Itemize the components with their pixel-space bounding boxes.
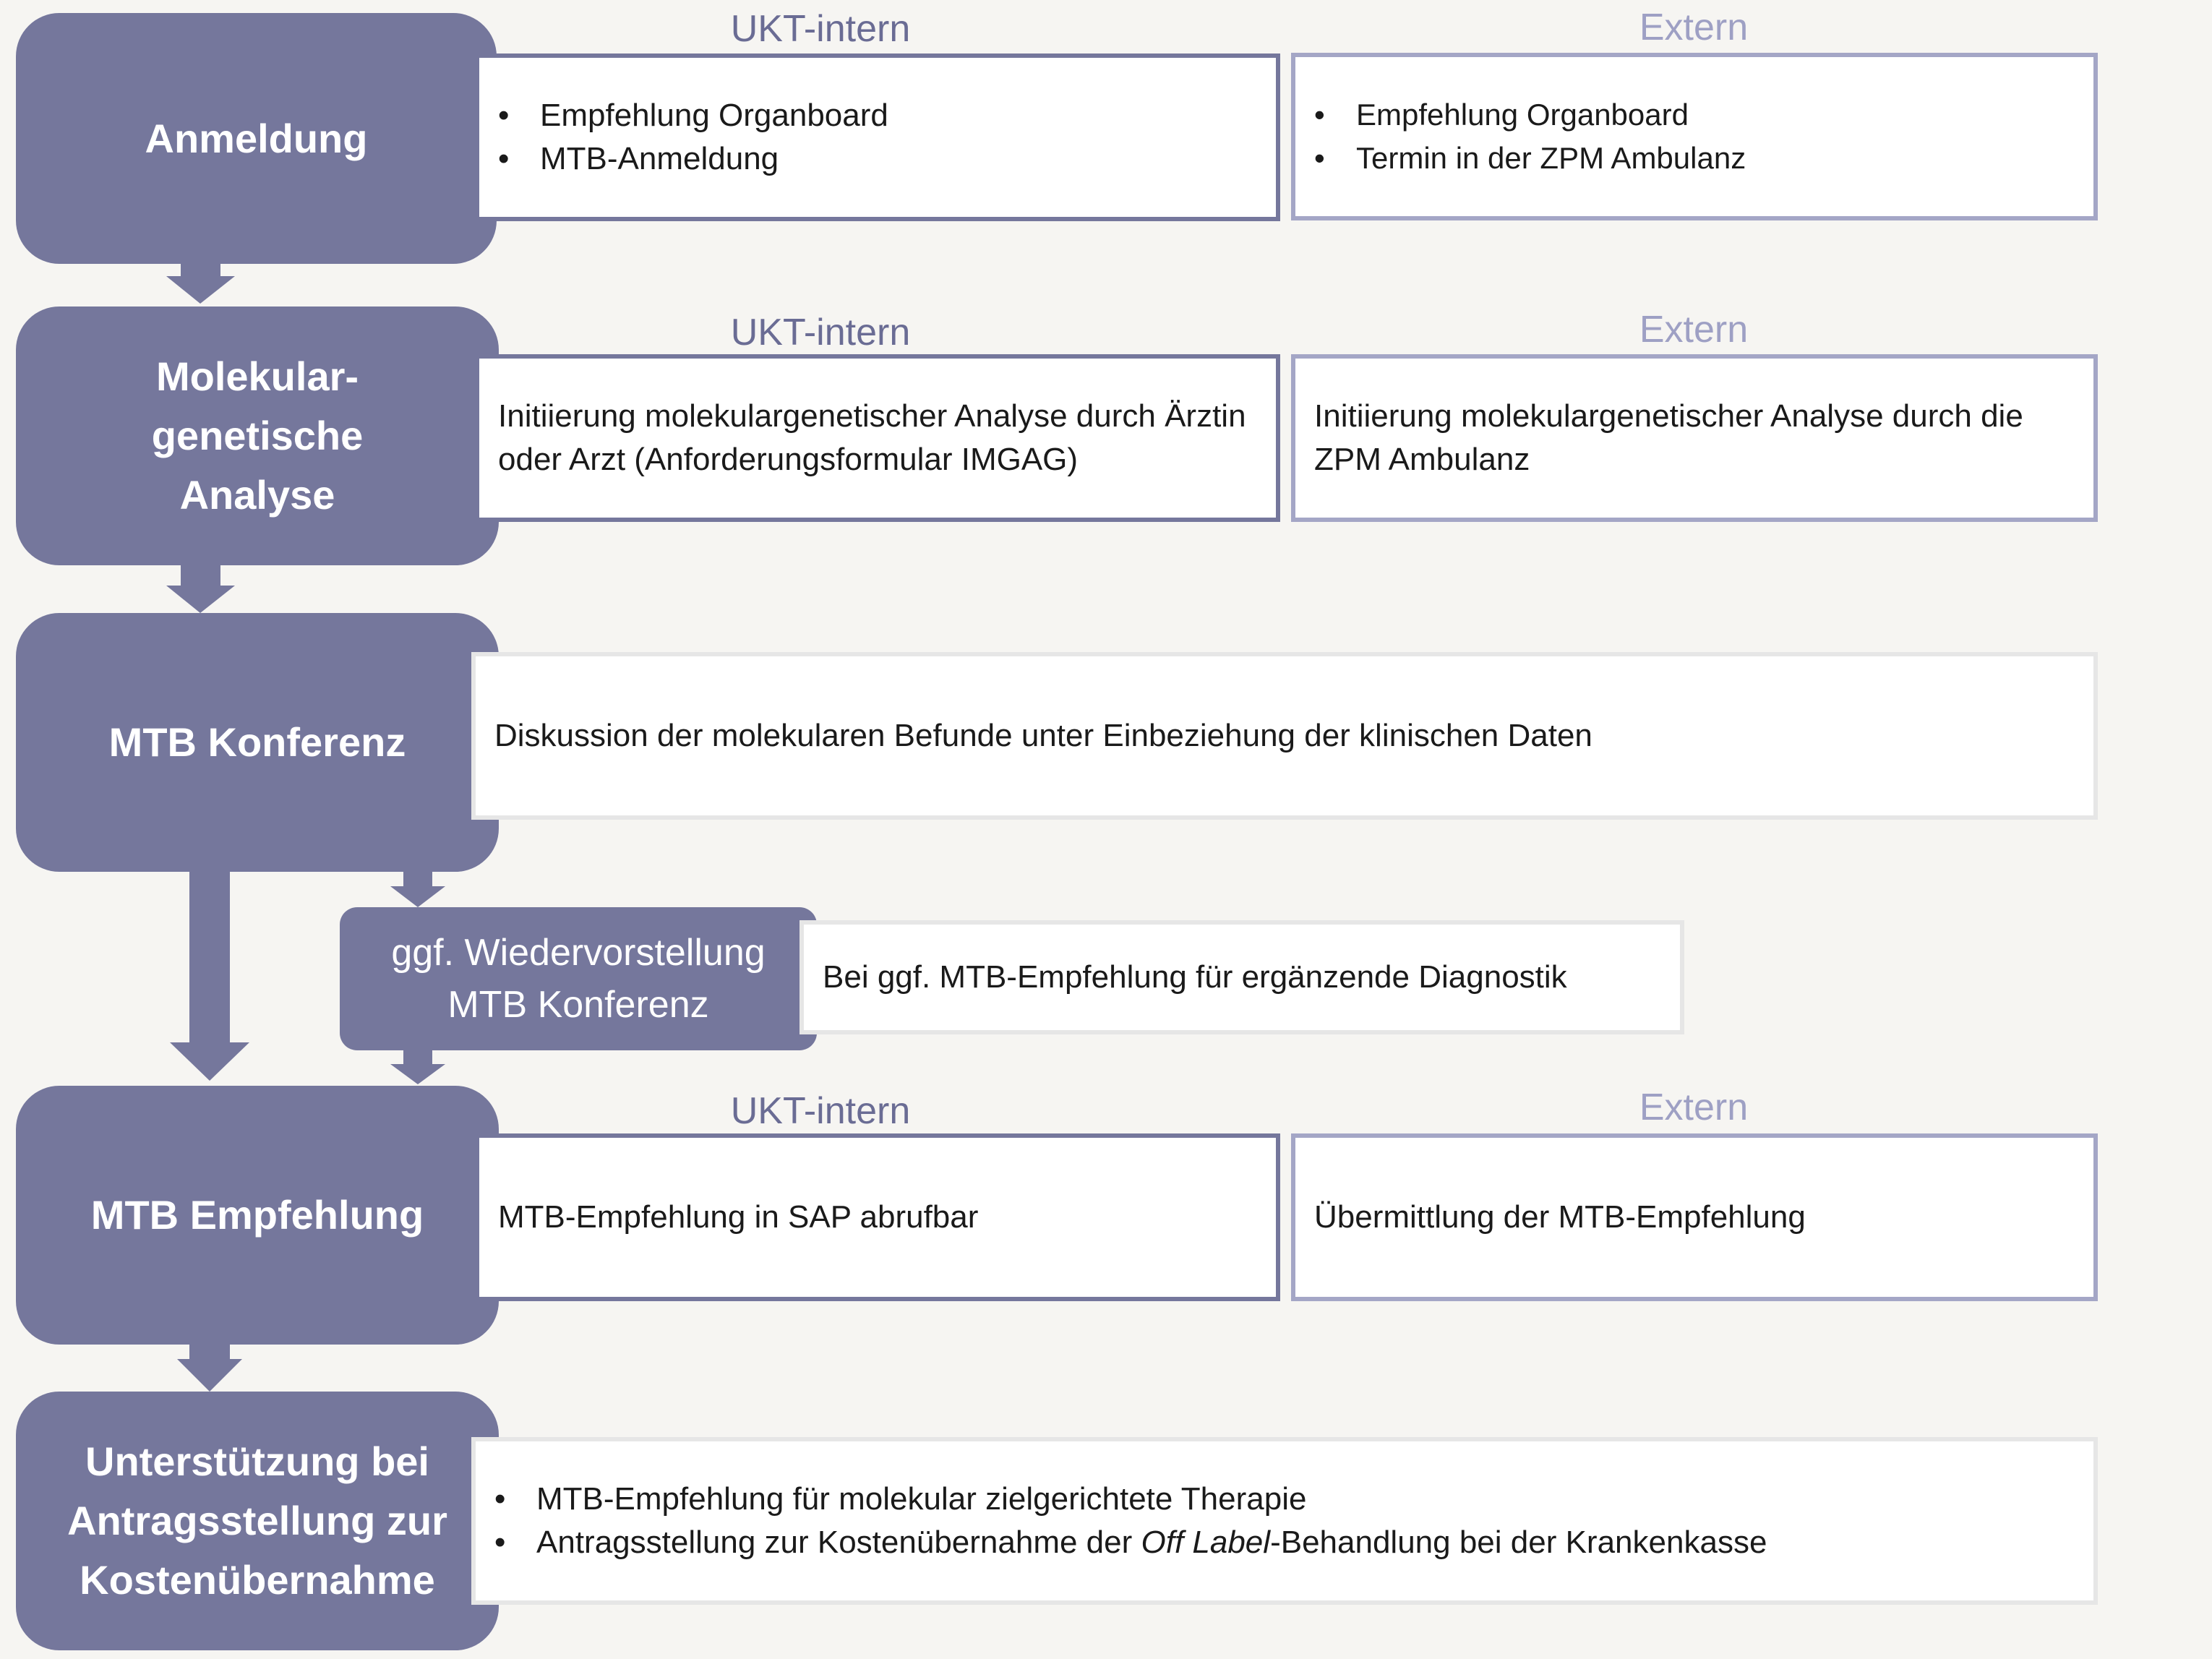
konferenz-box: Diskussion der molekularen Befunde unter… [471,652,2098,820]
analyse-intern-text: Initiierung molekulargenetischer Analyse… [498,398,1246,477]
anmeldung-extern-box: Empfehlung Organboard Termin in der ZPM … [1291,53,2098,220]
step-antrag-line-2: Antragsstellung zur [67,1498,447,1543]
header-extern: Extern [1639,309,1749,351]
step-molekulargenetische-analyse: Molekular- genetische Analyse [16,306,499,565]
wiedervorstellung-line-1: ggf. Wiedervorstellung [391,932,766,974]
empfehlung-extern-box: Übermittlung der MTB-Empfehlung [1291,1133,2098,1301]
analyse-intern-box: Initiierung molekulargenetischer Analyse… [475,354,1280,522]
anmeldung-intern-list: Empfehlung Organboard MTB-Anmeldung [498,94,888,181]
list-item: MTB-Anmeldung [498,137,888,181]
empfehlung-extern-text: Übermittlung der MTB-Empfehlung [1314,1199,1806,1235]
list-item: Termin in der ZPM Ambulanz [1314,137,1746,180]
step-analyse-line-2: genetische [151,413,364,458]
step-anmeldung: Anmeldung [16,13,497,264]
step-wiedervorstellung: ggf. Wiedervorstellung MTB Konferenz [340,907,817,1050]
step-konferenz-label: MTB Konferenz [108,719,406,765]
step-mtb-empfehlung: MTB Empfehlung [16,1086,499,1345]
step-antragsstellung: Unterstützung bei Antragsstellung zur Ko… [16,1392,499,1650]
list-item: Antragsstellung zur Kostenübernahme der … [494,1521,1767,1564]
arrow-analyse-to-konferenz [166,564,235,613]
arrow-konferenz-to-empfehlung [170,867,249,1081]
antrag-box: MTB-Empfehlung für molekular zielgericht… [471,1437,2098,1605]
step-anmeldung-label: Anmeldung [145,115,368,161]
antrag-item2-text: Antragsstellung zur Kostenübernahme der [536,1525,1141,1560]
antrag-list: MTB-Empfehlung für molekular zielgericht… [494,1478,1767,1564]
konferenz-text: Diskussion der molekularen Befunde unter… [494,718,1592,753]
antrag-item2-rest: -Behandlung bei der Krankenkasse [1270,1525,1767,1560]
step-empfehlung-label: MTB Empfehlung [90,1192,424,1238]
analyse-extern-box: Initiierung molekulargenetischer Analyse… [1291,354,2098,522]
arrow-konferenz-to-wiedervorstellung [390,867,445,907]
step-mtb-konferenz: MTB Konferenz [16,613,499,872]
empfehlung-intern-text: MTB-Empfehlung in SAP abrufbar [498,1199,979,1235]
header-ukt-intern: UKT-intern [730,312,911,353]
arrow-wiedervorstellung-to-empfehlung [390,1048,445,1084]
step-analyse-line-1: Molekular- [155,353,359,399]
step-antrag-line-3: Kostenübernahme [80,1557,435,1603]
header-ukt-intern: UKT-intern [730,1090,911,1132]
header-extern: Extern [1639,1086,1749,1128]
list-item: Empfehlung Organboard [498,94,888,137]
list-item: Empfehlung Organboard [1314,93,1746,137]
step-antrag-line-1: Unterstützung bei [85,1439,429,1484]
empfehlung-intern-box: MTB-Empfehlung in SAP abrufbar [475,1133,1280,1301]
arrow-empfehlung-to-antrag [177,1341,242,1392]
anmeldung-extern-list: Empfehlung Organboard Termin in der ZPM … [1314,93,1746,180]
wiedervorstellung-line-2: MTB Konferenz [447,984,709,1026]
anmeldung-intern-box: Empfehlung Organboard MTB-Anmeldung [475,53,1280,221]
arrow-anmeldung-to-analyse [166,260,235,304]
header-ukt-intern: UKT-intern [730,8,911,50]
header-extern: Extern [1639,7,1749,48]
wiedervorstellung-text: Bei ggf. MTB-Empfehlung für ergänzende D… [823,959,1567,995]
analyse-extern-text: Initiierung molekulargenetischer Analyse… [1314,398,2023,477]
list-item: MTB-Empfehlung für molekular zielgericht… [494,1478,1767,1521]
step-analyse-line-3: Analyse [179,472,335,518]
wiedervorstellung-box: Bei ggf. MTB-Empfehlung für ergänzende D… [800,920,1684,1034]
off-label-emphasis: Off Label [1141,1525,1271,1560]
